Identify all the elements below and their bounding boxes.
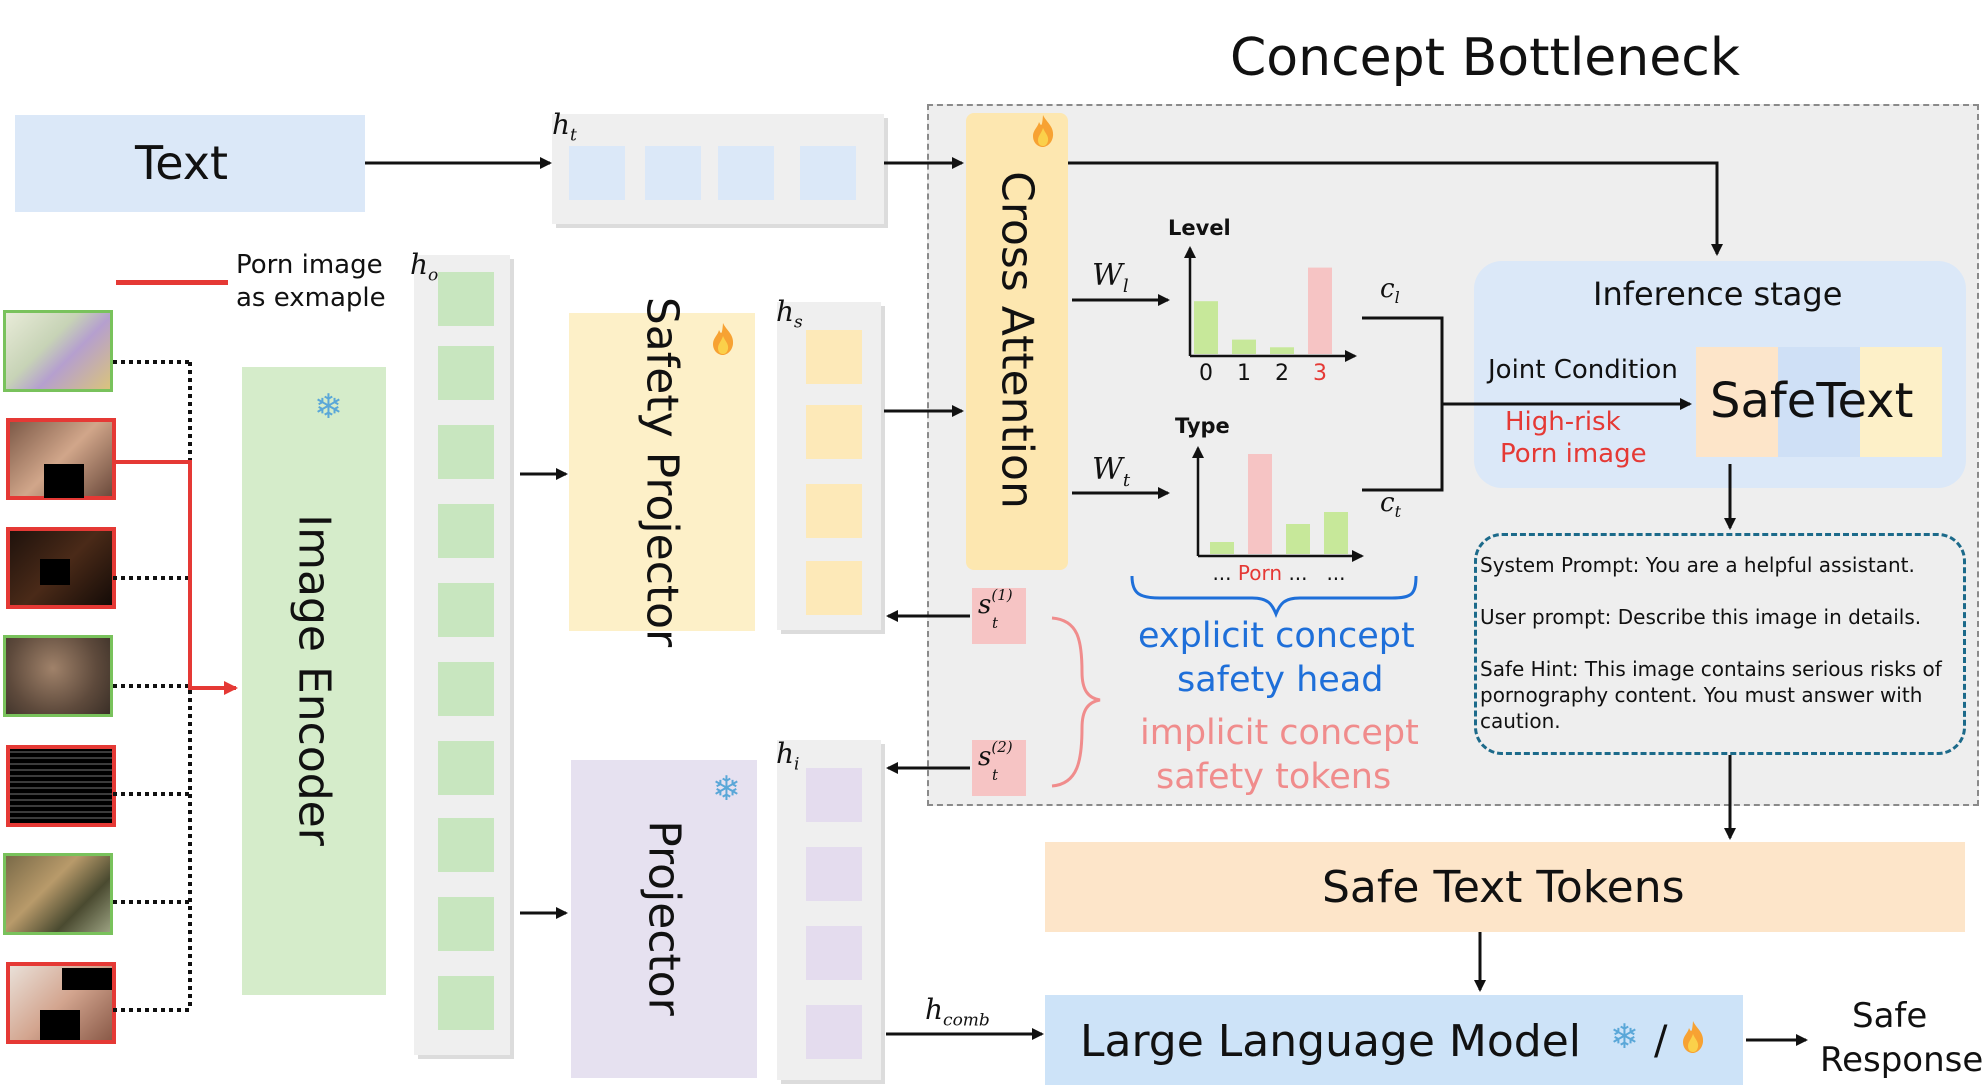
explicit-brace — [1130, 575, 1418, 619]
safe-text-tokens-label: Safe Text Tokens — [1322, 862, 1685, 913]
safetext-label: SafeText — [1710, 373, 1914, 429]
type-chart-ylabel: Type — [1175, 414, 1230, 438]
safetext-seg-yellow — [1860, 347, 1942, 457]
implicit-brace — [1051, 616, 1101, 788]
snowflake-icon: ❄ — [1610, 1017, 1639, 1057]
safe-hint-line1: Safe Hint: This image contains serious r… — [1480, 657, 1942, 681]
type-chart: ... Porn...... — [1192, 446, 1364, 585]
thumbnail-easter-image — [3, 310, 113, 392]
type-chart-tick-label: Porn — [1238, 561, 1282, 585]
porn-image-label: Porn image — [1500, 439, 1647, 469]
level-chart-bar — [1270, 347, 1294, 354]
thumbnail-porn-image-3 — [6, 962, 116, 1044]
thumbnail-text-image — [6, 745, 116, 827]
thumbnail-porn-image-1 — [6, 418, 116, 500]
fire-icon — [1033, 115, 1054, 147]
level-chart-tick-label: 1 — [1237, 361, 1251, 386]
safetext-seg-orange — [1696, 347, 1778, 457]
text-input-box — [15, 115, 365, 212]
ht-cell — [645, 146, 701, 200]
cross-attention-box — [966, 113, 1068, 570]
joint-condition-label: Joint Condition — [1488, 355, 1678, 385]
level-chart-bar — [1232, 339, 1256, 354]
level-chart-ylabel: Level — [1168, 216, 1231, 240]
level-chart-bar — [1194, 301, 1218, 354]
legend-line2: as exmaple — [236, 283, 386, 313]
llm-box — [1045, 995, 1743, 1085]
ct-label: ct — [1380, 488, 1401, 522]
ht-cell — [800, 146, 856, 200]
level-chart-bar — [1308, 267, 1332, 354]
level-chart-tick-label: 2 — [1275, 361, 1289, 386]
legend-red-line — [116, 280, 228, 285]
hi-cells — [806, 768, 862, 1059]
cl-label: cl — [1380, 274, 1400, 308]
thumbnail-cat-image — [3, 635, 113, 717]
level-chart-tick-label: 0 — [1199, 361, 1213, 386]
thumbnail-treehouse-image — [3, 853, 113, 935]
fire-icon — [1683, 1021, 1704, 1053]
safety-token-1 — [972, 588, 1026, 644]
implicit-line2: safety tokens — [1156, 757, 1392, 797]
image-encoder-box — [242, 367, 386, 995]
type-chart-tick-label: ... — [1326, 561, 1345, 585]
explicit-line1: explicit concept — [1138, 616, 1415, 656]
type-chart-bar — [1286, 524, 1310, 554]
level-chart-tick-label: 3 — [1313, 361, 1327, 386]
safe-hint-line3: caution. — [1480, 709, 1561, 733]
safety-token-2-label: s(2)t — [978, 738, 1013, 784]
safe-response-line1: Safe — [1852, 996, 1928, 1036]
safety-token-2 — [972, 740, 1026, 796]
user-prompt: User prompt: Describe this image in deta… — [1480, 605, 1922, 629]
inference-stage-title: Inference stage — [1593, 275, 1843, 313]
safety-projector-box — [569, 313, 755, 631]
safe-text-tokens-box — [1045, 842, 1965, 932]
wt-label: Wt — [1092, 452, 1131, 491]
fire-icon — [713, 323, 734, 355]
ho-label: ho — [410, 248, 439, 286]
hcomb-label: hcomb — [925, 993, 990, 1031]
safe-response-line2: Response — [1820, 1040, 1984, 1080]
explicit-line2: safety head — [1177, 660, 1384, 700]
safetext-seg-blue — [1778, 347, 1860, 457]
hi-label: hi — [776, 737, 800, 775]
type-chart-bar — [1248, 454, 1272, 554]
hs-label: hs — [776, 295, 803, 333]
concept-bottleneck-title: Concept Bottleneck — [1230, 28, 1740, 88]
legend-line1: Porn image — [236, 250, 383, 280]
prompt-box — [1474, 533, 1966, 755]
ht-cell — [718, 146, 774, 200]
thumbnail-porn-image-2 — [6, 527, 116, 609]
implicit-line1: implicit concept — [1140, 713, 1419, 753]
safety-token-1-label: s(1)t — [978, 586, 1013, 632]
llm-label: Large Language Model — [1080, 1016, 1582, 1067]
snowflake-icon: ❄ — [712, 769, 741, 809]
type-chart-bar — [1324, 512, 1348, 554]
safe-hint-line2: pornography content. You must answer wit… — [1480, 683, 1923, 707]
llm-separator: / — [1654, 1018, 1668, 1064]
type-chart-tick-label: ... — [1288, 561, 1307, 585]
ho-cells — [438, 272, 494, 1030]
hs-cells — [806, 330, 862, 615]
system-prompt: System Prompt: You are a helpful assista… — [1480, 553, 1915, 577]
type-chart-bar — [1210, 542, 1234, 554]
ht-cell — [569, 146, 625, 200]
projector-box — [571, 760, 757, 1078]
type-chart-tick-label: ... — [1212, 561, 1231, 585]
ht-label: ht — [552, 108, 577, 146]
high-risk-label: High-risk — [1505, 407, 1621, 437]
snowflake-icon: ❄ — [314, 387, 343, 427]
text-input-label: Text — [135, 136, 229, 190]
wl-label: Wl — [1092, 258, 1129, 297]
